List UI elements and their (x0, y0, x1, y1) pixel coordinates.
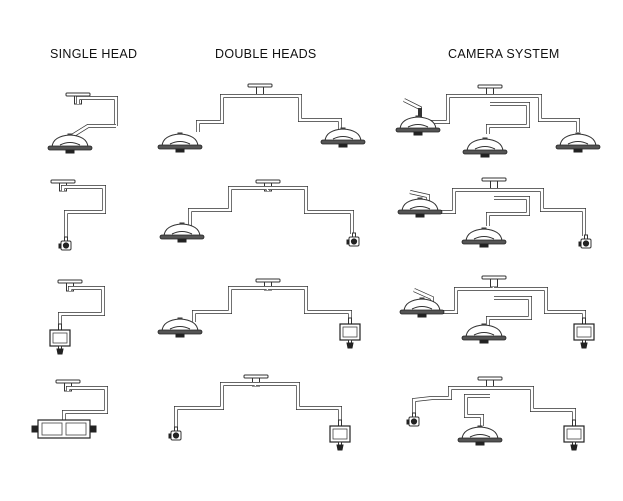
surgical-light-icon (461, 227, 507, 248)
surgical-light-icon (461, 323, 507, 344)
surgical-light-icon (47, 133, 93, 154)
camera-system-camera-light-monitor-pendant (406, 376, 585, 451)
double-heads-light-pendant (157, 83, 366, 153)
surgical-light-icon (555, 132, 601, 153)
monitor-icon (339, 317, 361, 349)
double-heads-header: DOUBLE HEADS (215, 47, 317, 61)
surgical-light-icon (462, 137, 508, 158)
single-head-light-pendant (47, 92, 118, 154)
monitor-icon (563, 419, 585, 451)
single-head-header: SINGLE HEAD (50, 47, 138, 61)
camera-system-header: CAMERA SYSTEM (448, 47, 560, 61)
surgical-light-icon (395, 115, 441, 136)
camera-icon (168, 426, 182, 441)
surgical-light-icon (397, 197, 443, 218)
camera-system-light-pendant (395, 84, 601, 158)
single-head-camera-pendant (50, 179, 106, 251)
surgical-light-icon (320, 127, 366, 148)
camera-icon (346, 232, 360, 247)
camera-icon (578, 234, 592, 249)
surgical-light-icon (399, 297, 445, 318)
double-heads-light-camera-pendant (159, 179, 360, 247)
double-heads-camera-monitor-pendant (168, 374, 351, 451)
camera-icon (58, 236, 72, 251)
monitor-icon (329, 419, 351, 451)
single-head-dual-monitor-pendant (31, 379, 108, 439)
surgical-light-icon (159, 222, 205, 243)
double-heads-light-monitor-pendant (157, 278, 361, 349)
monitor-icon (573, 317, 595, 349)
camera-icon (406, 412, 420, 427)
surgical-light-icon (457, 425, 503, 446)
monitor-icon (49, 323, 71, 355)
single-head-monitor-pendant (49, 279, 105, 355)
surgical-light-icon (157, 132, 203, 153)
camera-system-light-monitor-pendant (399, 275, 595, 349)
camera-system-light-camera-pendant (397, 177, 592, 249)
